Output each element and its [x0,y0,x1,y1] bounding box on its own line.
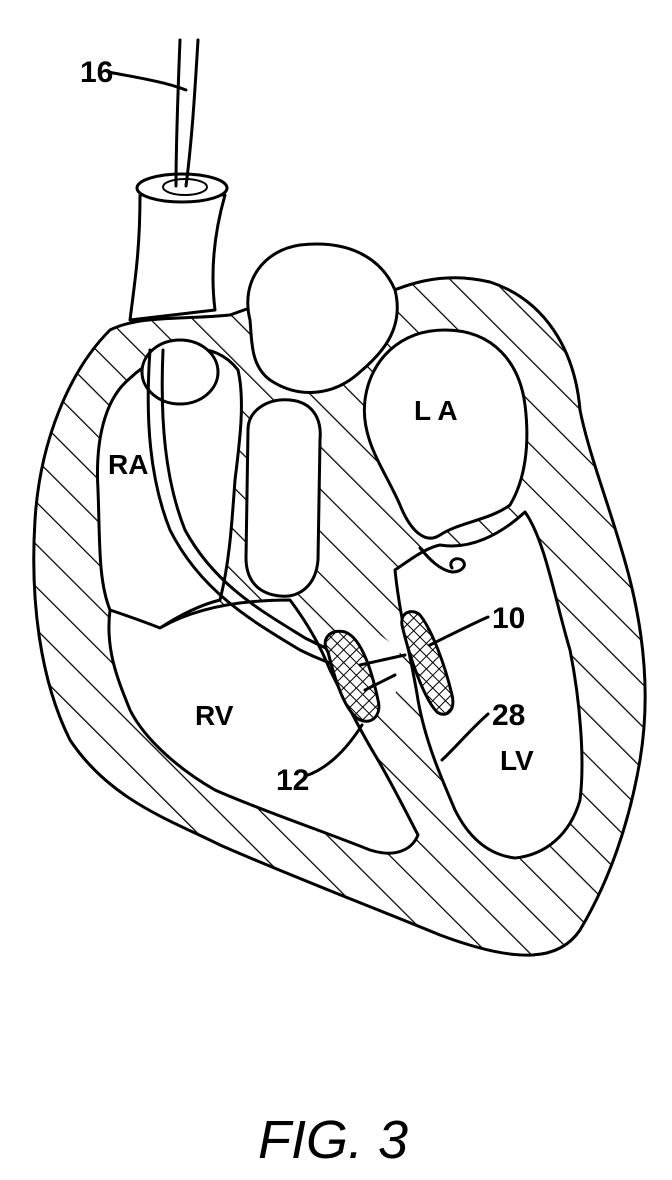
label-la: L A [414,395,458,426]
ref-12: 12 [276,764,309,797]
figure-caption: FIG. 3 [258,1110,408,1170]
ref-10: 10 [492,602,525,635]
label-rv: RV [195,700,234,731]
superior-vena-cava [130,195,225,320]
ra-appendage [142,340,218,404]
label-lv: LV [500,745,534,776]
label-ra: RA [108,449,148,480]
leader-16 [108,72,186,90]
ref-28: 28 [492,699,525,732]
pulmonary-trunk [246,400,320,596]
ref-16: 16 [80,56,113,89]
delivery-catheter-inner [176,40,180,186]
delivery-catheter [186,40,198,186]
